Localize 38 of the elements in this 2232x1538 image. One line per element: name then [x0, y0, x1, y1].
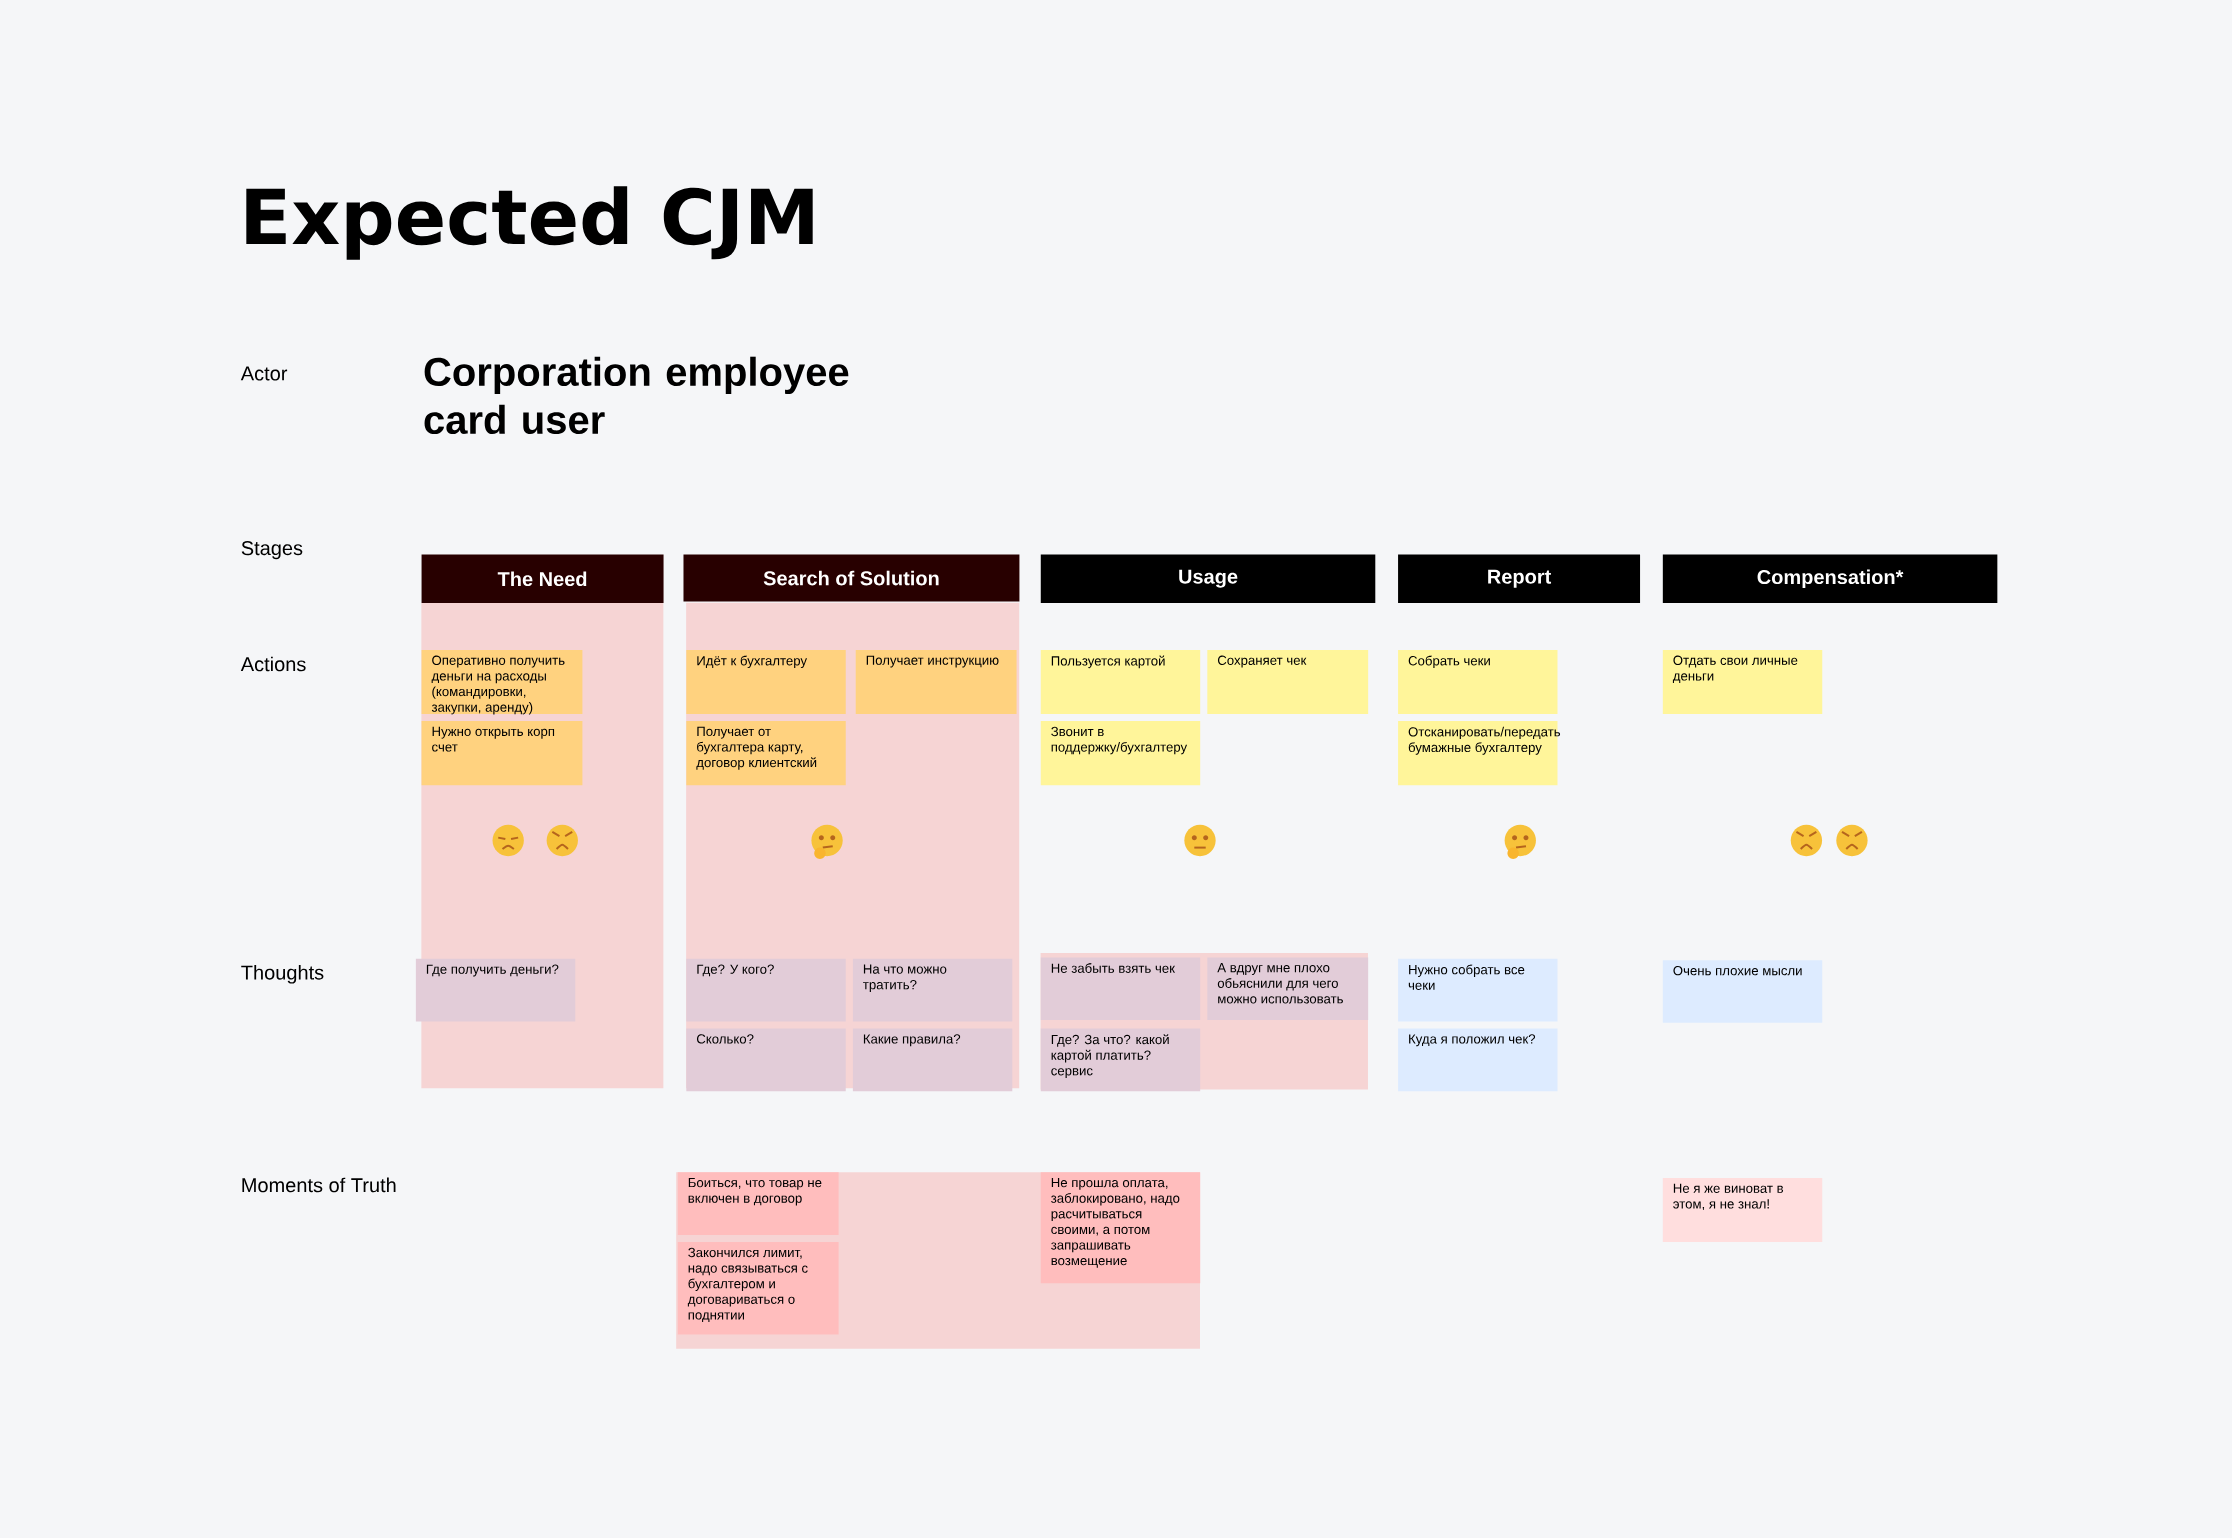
row-label: Thoughts [241, 964, 324, 984]
sticky-note: Отдать свои личные деньги [1662, 649, 1823, 714]
sticky-note: Закончился лимит, надо связываться с бухгалтером и договариваться о поднятии [677, 1242, 839, 1335]
sticky-note: Идёт к бухгалтеру [686, 649, 846, 714]
sticky-note: На что можно тратить? [852, 958, 1013, 1022]
title: Expected CJM [246, 186, 813, 260]
row-label: Stages [241, 541, 303, 560]
sticky-note: Куда я положил чек? [1398, 1028, 1558, 1092]
sticky-note: Пользуется картой [1040, 649, 1201, 714]
sticky-note: Оперативно получить деньги на расходы (командировки, закупки, аренду) [421, 649, 583, 715]
sticky-note: Боиться, что товар не включен в договор [677, 1172, 839, 1235]
row-label: Actor [240, 366, 288, 381]
sticky-note: Какие правила? [852, 1028, 1013, 1092]
sticky-note: Отсканировать/передать бумажные бухгалтеру [1398, 721, 1561, 786]
sticky-note: Сколько? [686, 1028, 846, 1092]
sticky-note: Очень плохие мысли [1662, 960, 1823, 1023]
sticky-note: Не забыть взять чек [1040, 957, 1201, 1020]
sticky-note: Звонит в поддержку/бухгалтеру [1040, 721, 1201, 786]
sticky-note: Нужно открыть корп счет [421, 721, 583, 786]
sticky-note: Где получить деньги? [415, 958, 576, 1022]
row-label: Moments of Truth [242, 1177, 396, 1193]
sticky-note: Получает инструкцию [855, 649, 1017, 714]
stage-header: Usage [1040, 554, 1376, 603]
stage-header: Compensation* [1662, 554, 1998, 603]
sticky-note: Где? У кого? [686, 958, 846, 1022]
sticky-note: А вдруг мне плохо обьяснили для чего можно использовать [1207, 957, 1369, 1020]
sticky-note: Нужно собрать все чеки [1398, 958, 1558, 1022]
sticky-note: Собрать чеки [1398, 649, 1558, 714]
sticky-note: Не прошла оплата, заблокировано, надо расчитываться своими, а потом запрашивать возмещение [1040, 1172, 1201, 1284]
sticky-note: Где? За что? какой картой платить? сервис [1040, 1028, 1201, 1092]
stage-header: Report [1398, 554, 1641, 603]
row-label: Actions [240, 656, 306, 672]
sticky-note: Сохраняет чек [1207, 649, 1369, 714]
sticky-note: Получает от бухгалтера карту, договор клиентский [686, 721, 846, 786]
stage-header: Search of Solution [683, 554, 1020, 602]
stage-header: The Need [421, 554, 664, 603]
sticky-note: Не я же виноват в этом, я не знал! [1662, 1178, 1823, 1243]
actor-name: Corporation employee card user [424, 356, 849, 435]
